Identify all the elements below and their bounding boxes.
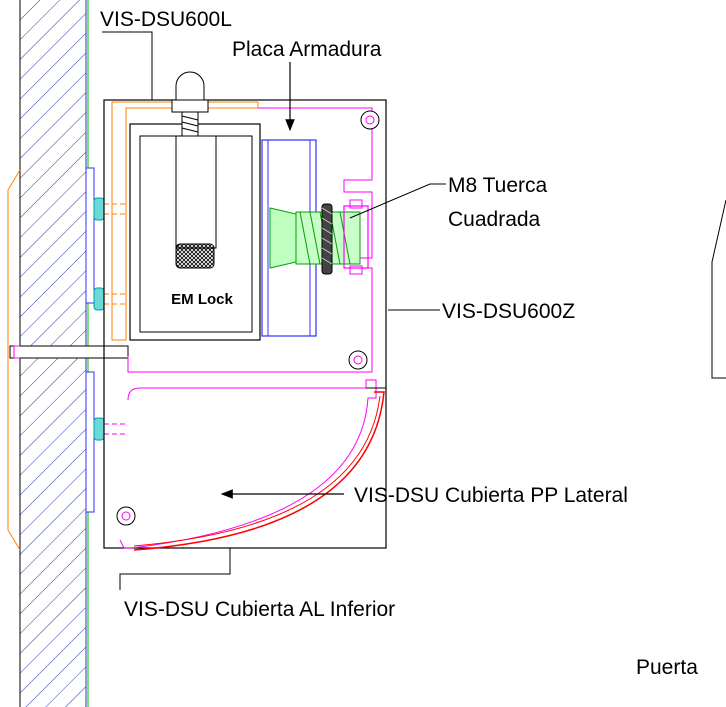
lock-model-label: VIS-DSU600L (100, 8, 232, 31)
glass-clamp (85, 167, 128, 513)
side-cover-label: VIS-DSU Cubierta PP Lateral (354, 484, 628, 507)
door-outline (711, 199, 726, 379)
lock-housing (103, 99, 387, 549)
nut-label-line1: M8 Tuerca (448, 174, 548, 197)
armature-plate (261, 139, 317, 337)
em-lock: EM Lock (129, 71, 261, 341)
bracket-model-label: VIS-DSU600Z (442, 300, 575, 323)
nut-label-line2: Cuadrada (448, 208, 541, 231)
armature-plate-label: Placa Armadura (232, 38, 382, 61)
leader-lines (102, 31, 446, 590)
bolt-assembly (295, 199, 369, 275)
door-label: Puerta (636, 656, 698, 679)
bottom-cover-label: VIS-DSU Cubierta AL Inferior (124, 598, 395, 621)
door-frame (7, 0, 129, 707)
em-lock-label: EM Lock (171, 291, 233, 308)
mounting-screws (116, 110, 380, 526)
bottom-cover (119, 379, 386, 551)
